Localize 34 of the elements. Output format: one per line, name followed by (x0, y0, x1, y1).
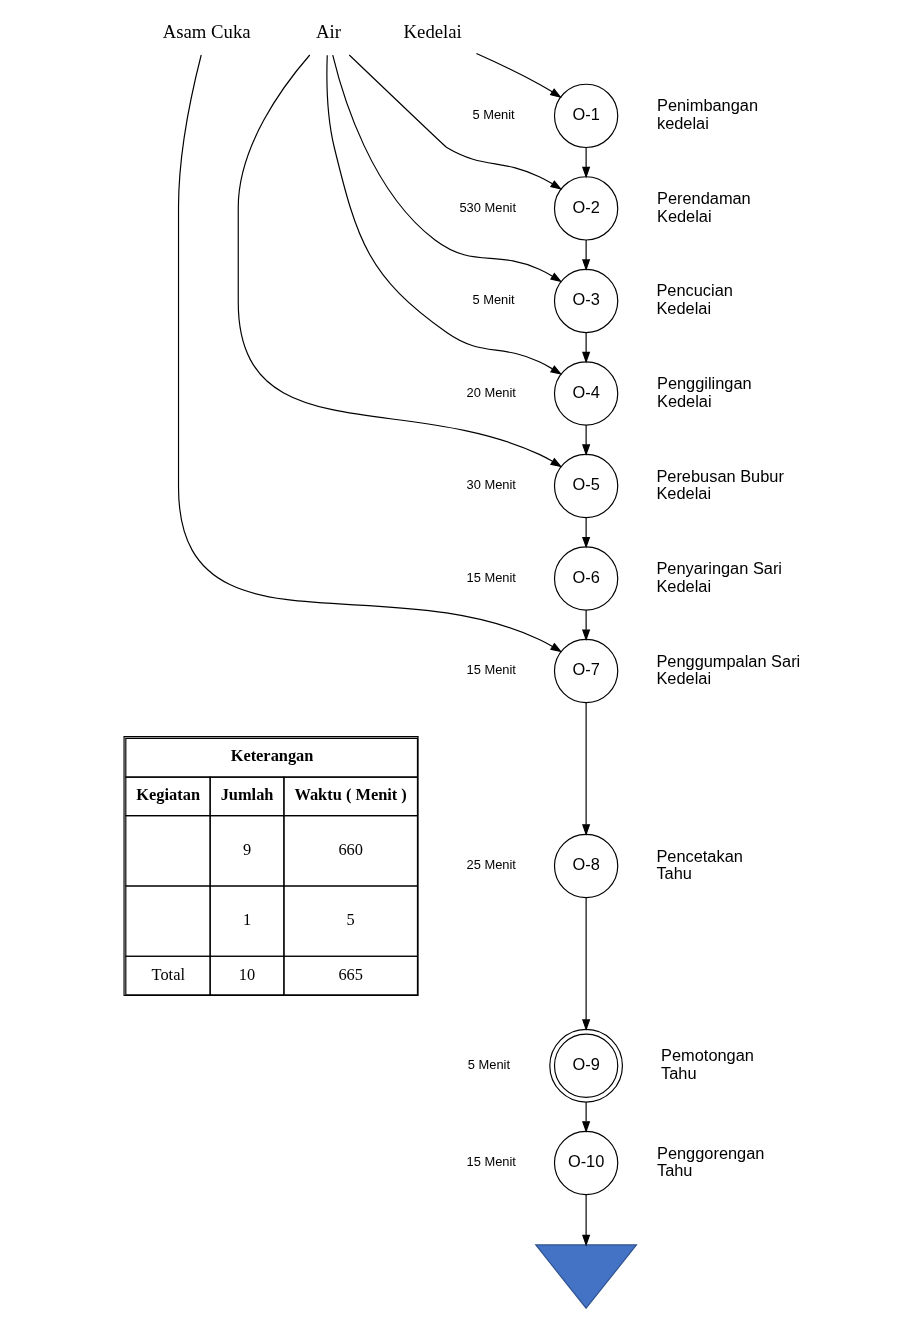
node-label: Pemotongan Tahu (660, 1046, 754, 1082)
node-label: 5 Menit (467, 1057, 510, 1073)
node-label: 5 Menit (471, 107, 515, 123)
node-label: Pencucian Kedelai (655, 281, 733, 318)
label: 665 (337, 964, 363, 984)
node-label: 5 Menit (471, 292, 515, 308)
node-label: 30 Menit (466, 477, 516, 493)
label: Keterangan (230, 745, 313, 765)
node-label: Perendaman Kedelai (656, 188, 751, 225)
node-label: Penimbangan kedelai (656, 96, 758, 132)
node-text: Kedelai (403, 21, 462, 43)
label: 9 (242, 840, 251, 860)
node-label: Penggumpalan Sari Kedelai (655, 651, 800, 688)
node-label: Penggilingan Kedelai (656, 374, 752, 410)
node-text: Air (315, 21, 341, 43)
node-label: 15 Menit (466, 1154, 516, 1170)
node-label: 25 Menit (466, 857, 516, 873)
node-text: Asam Cuka (162, 21, 251, 43)
label: 10 (238, 964, 255, 984)
node-label: Penggorengan Tahu (656, 1143, 764, 1180)
label: 1 (242, 910, 251, 930)
label: Jumlah (220, 784, 273, 804)
node-label: 15 Menit (466, 662, 516, 678)
label: 660 (337, 840, 363, 860)
label: Waktu ( Menit ) (293, 784, 407, 804)
label: Total (151, 964, 185, 984)
node-label: Pencetakan Tahu (655, 846, 743, 883)
node-label: 15 Menit (466, 569, 516, 585)
label: Kegiatan (135, 784, 200, 804)
node-label: Penyaringan Sari Kedelai (655, 559, 782, 595)
node-label: 530 Menit (458, 199, 516, 215)
node-label: Perebusan Bubur Kedelai (655, 466, 784, 503)
node-label: 20 Menit (466, 384, 516, 400)
label: 5 (346, 910, 355, 930)
